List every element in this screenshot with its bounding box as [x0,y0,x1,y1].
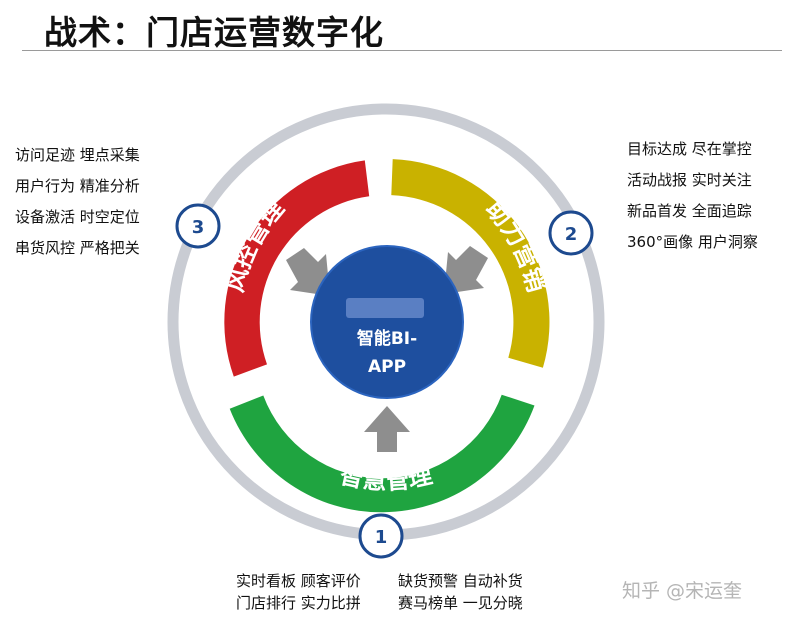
blurred-logo [346,298,424,318]
arrow-from-yellow [444,246,488,294]
list-item: 360°画像 用户洞察 [627,233,758,251]
bottom-feature-list-left: 实时看板 顾客评价 门店排行 实力比拼 [236,570,361,614]
badge-2: 2 [548,210,594,256]
segment-risk-control [224,160,370,377]
bottom-feature-list-right: 缺货预警 自动补货 赛马榜单 一见分晓 [398,570,523,614]
center-label-line2: APP [368,357,406,377]
list-item: 访问足迹 埋点采集 [15,146,140,164]
watermark: 知乎 @宋运奎 [622,580,743,602]
badge-3: 3 [175,203,221,249]
list-item: 活动战报 实时关注 [627,171,752,189]
page-title: 战术：门店运营数字化 [44,13,384,52]
list-item: 用户行为 精准分析 [15,177,140,195]
arrow-from-green [364,406,410,452]
title-divider [22,50,782,51]
list-item: 缺货预警 自动补货 [398,572,523,590]
list-item: 目标达成 尽在掌控 [627,140,752,158]
badge-1: 1 [358,513,404,559]
center-label-line1: 智能BI- [357,328,417,349]
right-feature-list: 目标达成 尽在掌控 活动战报 实时关注 新品首发 全面追踪 360°画像 用户洞… [627,134,758,258]
list-item: 设备激活 时空定位 [15,208,140,226]
list-item: 赛马榜单 一见分晓 [398,594,523,612]
svg-text:3: 3 [192,217,205,238]
list-item: 串货风控 严格把关 [15,239,140,257]
list-item: 新品首发 全面追踪 [627,202,752,220]
segment-marketing [391,159,550,368]
segment-smart-management [229,394,535,513]
svg-text:1: 1 [375,527,388,548]
list-item: 实时看板 顾客评价 [236,572,361,590]
center-circle [310,245,464,399]
arrow-from-red [286,248,330,296]
left-feature-list: 访问足迹 埋点采集 用户行为 精准分析 设备激活 时空定位 串货风控 严格把关 [15,140,140,264]
list-item: 门店排行 实力比拼 [236,594,361,612]
svg-text:2: 2 [565,224,578,245]
